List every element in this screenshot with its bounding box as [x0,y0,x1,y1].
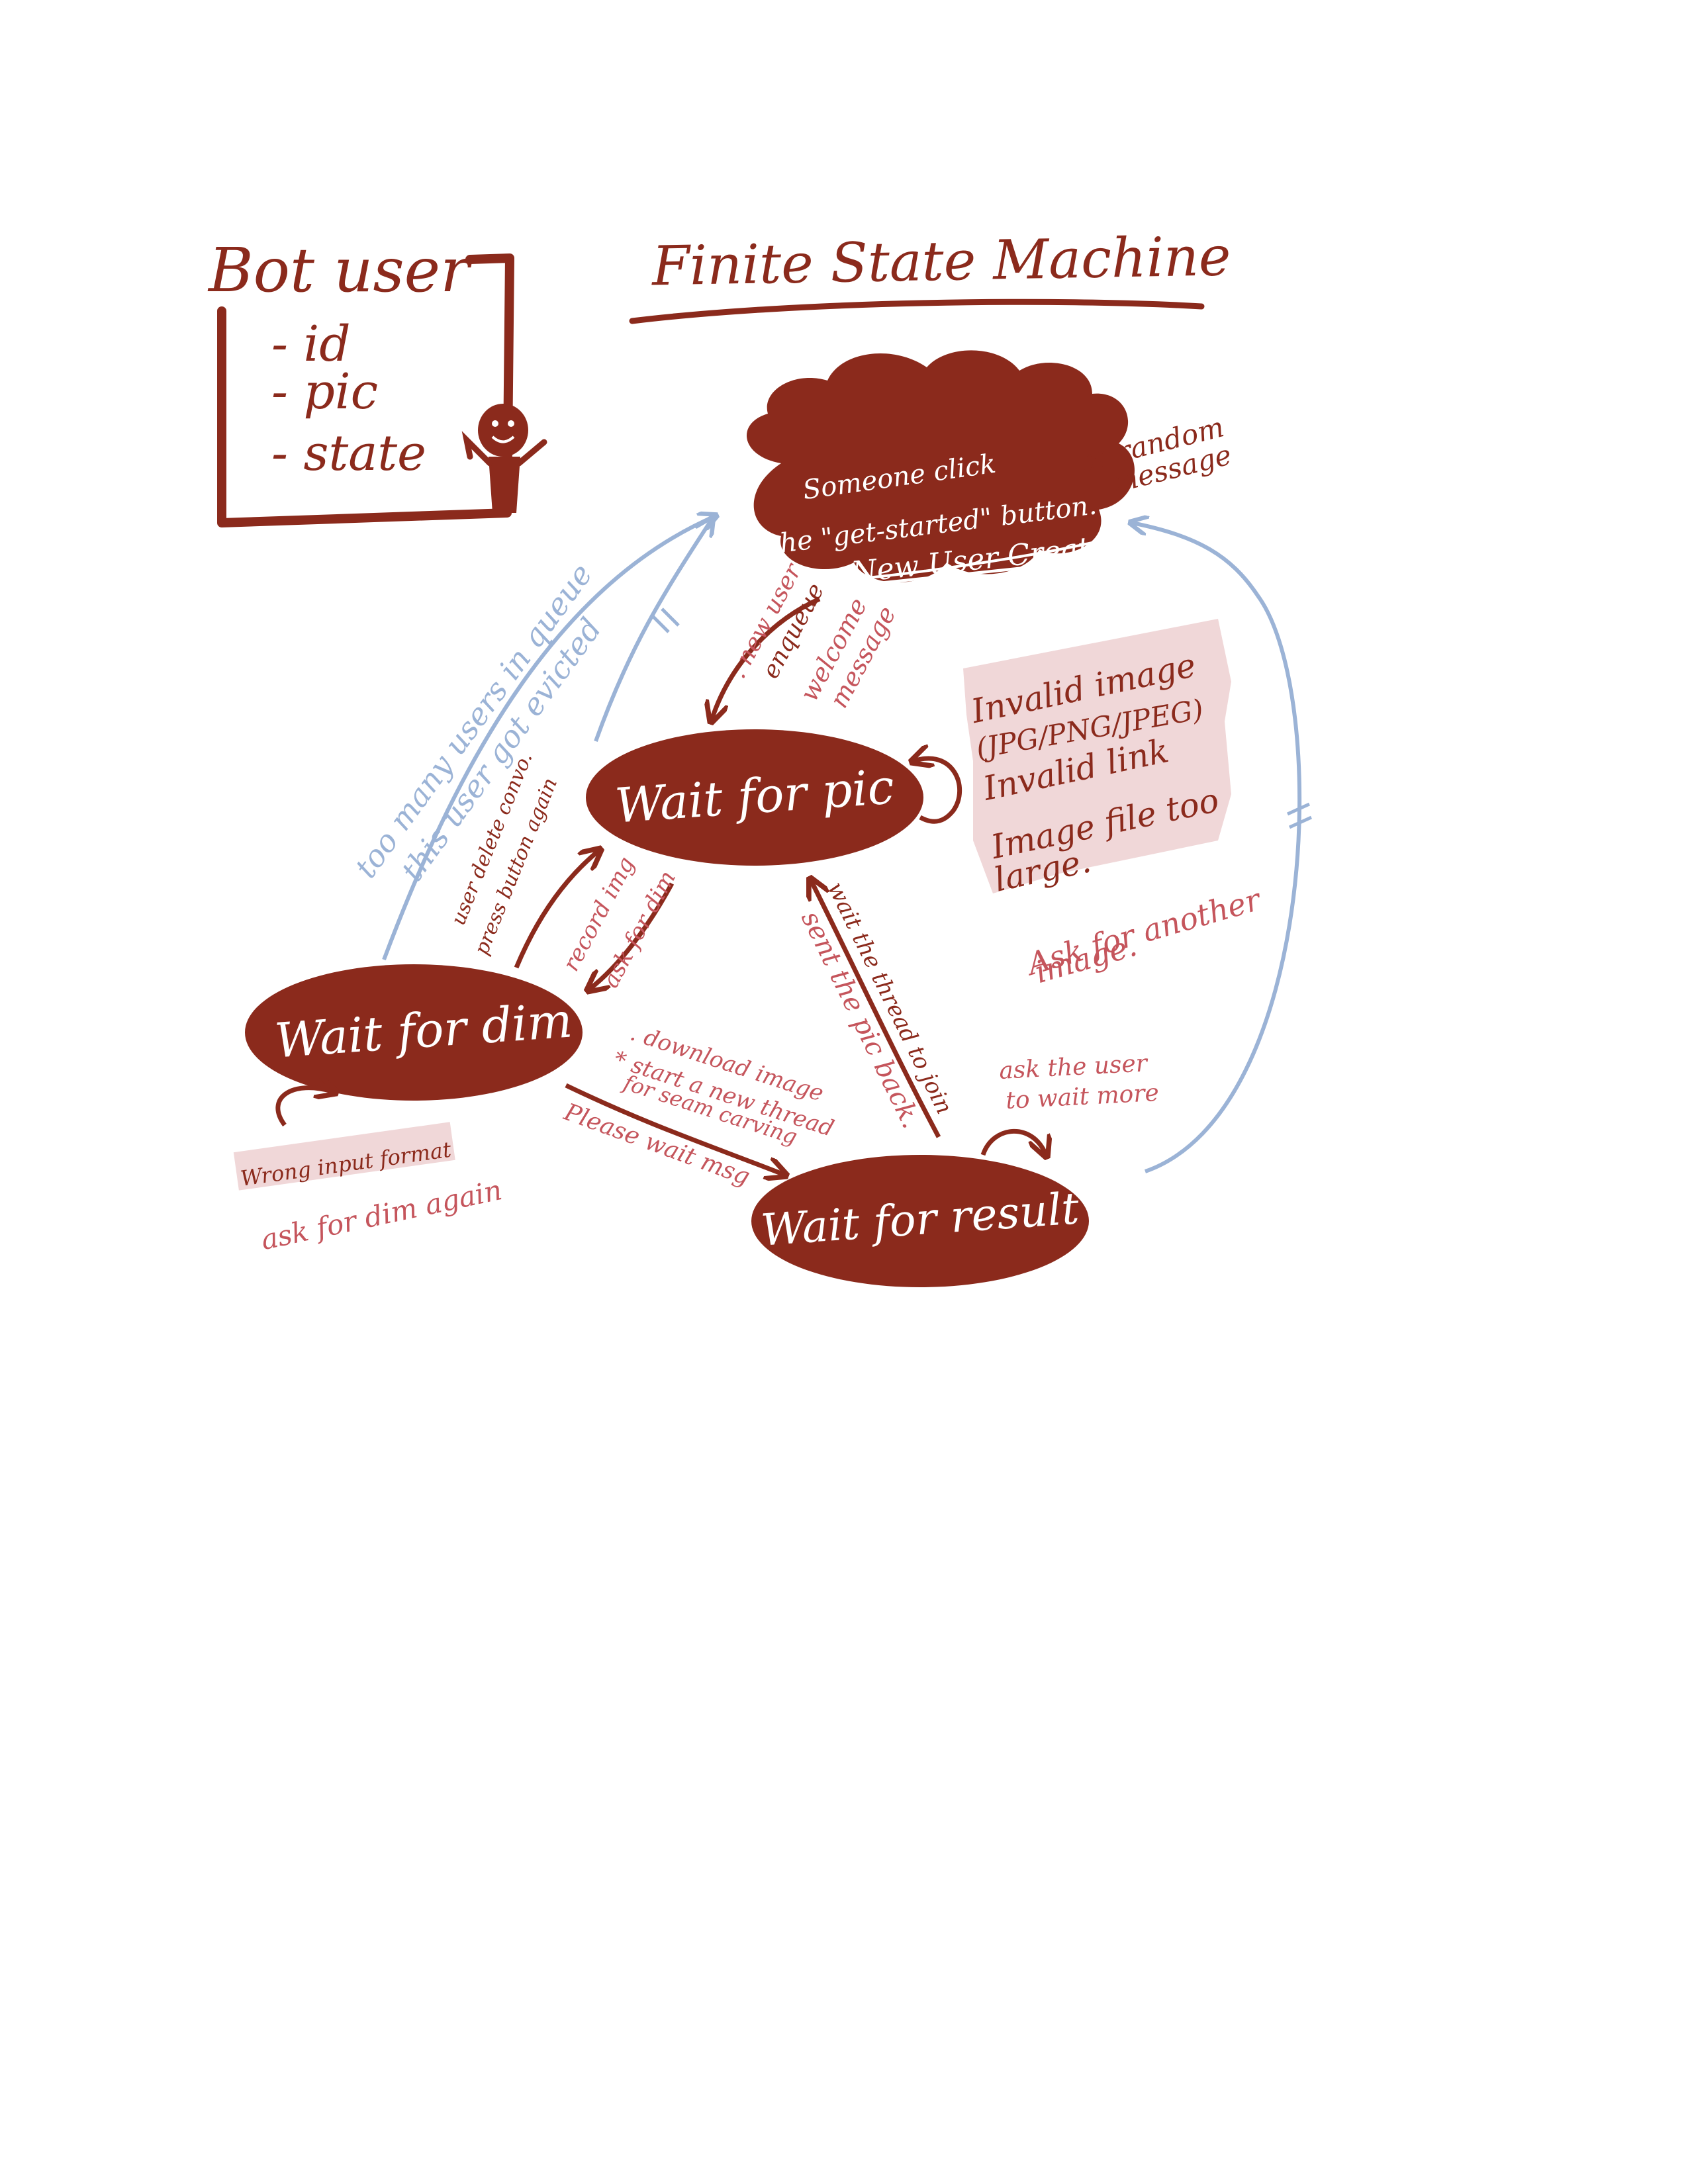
pic-self-highlight [963,619,1231,893]
state-wait-for-pic: Wait for pic [586,729,923,866]
arrow-result-to-pic [811,880,941,1138]
arrow-dim-to-pic [514,850,599,969]
start-cloud: Someone click the "get-started" button. … [746,350,1136,590]
label-result-self-b: to wait more [1005,1079,1159,1115]
label-dim-self-b: ask for dim again [258,1173,505,1256]
stick-figure-icon [461,404,547,513]
state-wait-for-result: Wait for result [751,1155,1089,1287]
state-wait-for-dim: Wait for dim [245,964,583,1101]
dim-self-highlight [233,1122,455,1191]
diagram-title: Finite State Machine [650,225,1231,298]
arrow-pic-to-cloud-blue [594,520,712,743]
cloud-line-3-underline [853,541,1093,580]
bot-user-field-id: - id [271,316,351,373]
bot-user-field-state: - state [271,425,426,482]
arrow-cloud-to-pic [712,596,821,720]
bot-user-field-pic: - pic [271,363,378,420]
arrow-dim-to-result [565,1083,784,1175]
label-result-self-a: ask the user [998,1050,1149,1085]
bot-user-heading: Bot user [207,235,473,306]
self-loop-pic [914,758,962,824]
start-cloud-shape [746,350,1135,582]
arrow-result-to-cloud-blue [1132,523,1302,1173]
title-group: Finite State Machine [629,225,1231,324]
arrow-dim-to-cloud-blue [382,516,715,961]
title-underline [629,298,1205,324]
bot-user-box: Bot user - id - pic - state [207,235,547,527]
label-evict-1: too many users in queue [348,557,599,885]
blue-cut-mark-2 [1286,802,1313,829]
self-loop-result [980,1128,1046,1155]
blue-cut-mark-1 [651,608,680,633]
arrow-pic-to-dim [589,882,675,989]
self-loop-dim [275,1088,334,1127]
